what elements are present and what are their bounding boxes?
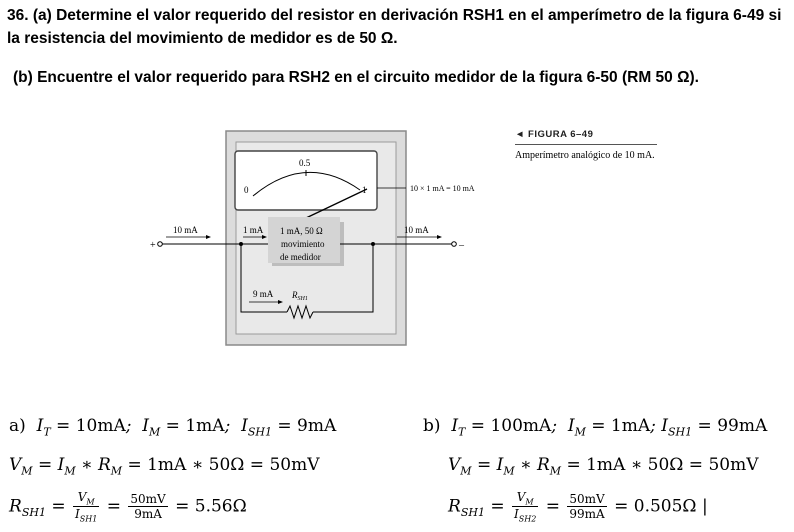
dial-needle (305, 188, 368, 219)
scale-one-label: 1 (362, 185, 367, 195)
ammeter-figure: 0.5 0 1 10 × 1 mA = 10 mA 1 mA, 50 Ω mov… (150, 130, 475, 346)
solution-b-line1: b) IT = 100mA; IM = 1mA; ISH1 = 99mA (423, 416, 768, 439)
negative-terminal (451, 241, 457, 247)
figure-caption-block: ◄ FIGURA 6–49 Amperímetro analógico de 1… (515, 128, 665, 162)
multiplier-label: 10 × 1 mA = 10 mA (410, 184, 475, 193)
shunt-resistor (286, 304, 314, 320)
solution-a-denominator: 9mA (134, 507, 162, 522)
positive-terminal (157, 241, 163, 247)
question-part-b: (b) Encuentre el valor requerido para RS… (13, 69, 699, 86)
solution-a-result: = 5.56Ω (175, 496, 247, 517)
movement-label-3: de medidor (280, 252, 321, 262)
dial-window (234, 150, 378, 211)
caption-rule (515, 144, 657, 145)
scale-zero-label: 0 (244, 185, 249, 195)
figure-caption: Amperímetro analógico de 10 mA. (515, 150, 655, 161)
shunt-current-label: 9 mA (253, 289, 274, 299)
question-part-a: 36. (a) Determine el valor requerido del… (7, 7, 782, 47)
minus-sign: – (458, 240, 465, 251)
input-current-label: 10 mA (173, 225, 198, 235)
solution-b-result: = 0.505Ω (614, 496, 697, 517)
solution-b-line2: VM = IM ∗ RM = 1mA ∗ 50Ω = 50mV (448, 455, 759, 478)
solution-a-line2: VM = IM ∗ RM = 1mA ∗ 50Ω = 50mV (9, 455, 320, 478)
scale-mid-label: 0.5 (299, 158, 311, 168)
solution-a-line1: a) IT = 10mA; IM = 1mA; ISH1 = 9mA (9, 416, 337, 439)
movement-label-1: 1 mA, 50 Ω (280, 226, 323, 236)
figure-tag: ◄ FIGURA 6–49 (515, 129, 594, 140)
solution-a-numerator: 50mV (128, 492, 168, 508)
solution-b-denominator: 99mA (569, 507, 605, 522)
output-current-label: 10 mA (404, 225, 429, 235)
shunt-resistor-label: RSH1 (291, 290, 308, 302)
solution-b-numerator: 50mV (567, 492, 607, 508)
movement-label-2: movimiento (281, 239, 325, 249)
plus-sign: + (150, 240, 156, 251)
text-cursor: | (701, 496, 708, 517)
movement-current-label: 1 mA (243, 225, 264, 235)
meter-movement (268, 217, 340, 263)
